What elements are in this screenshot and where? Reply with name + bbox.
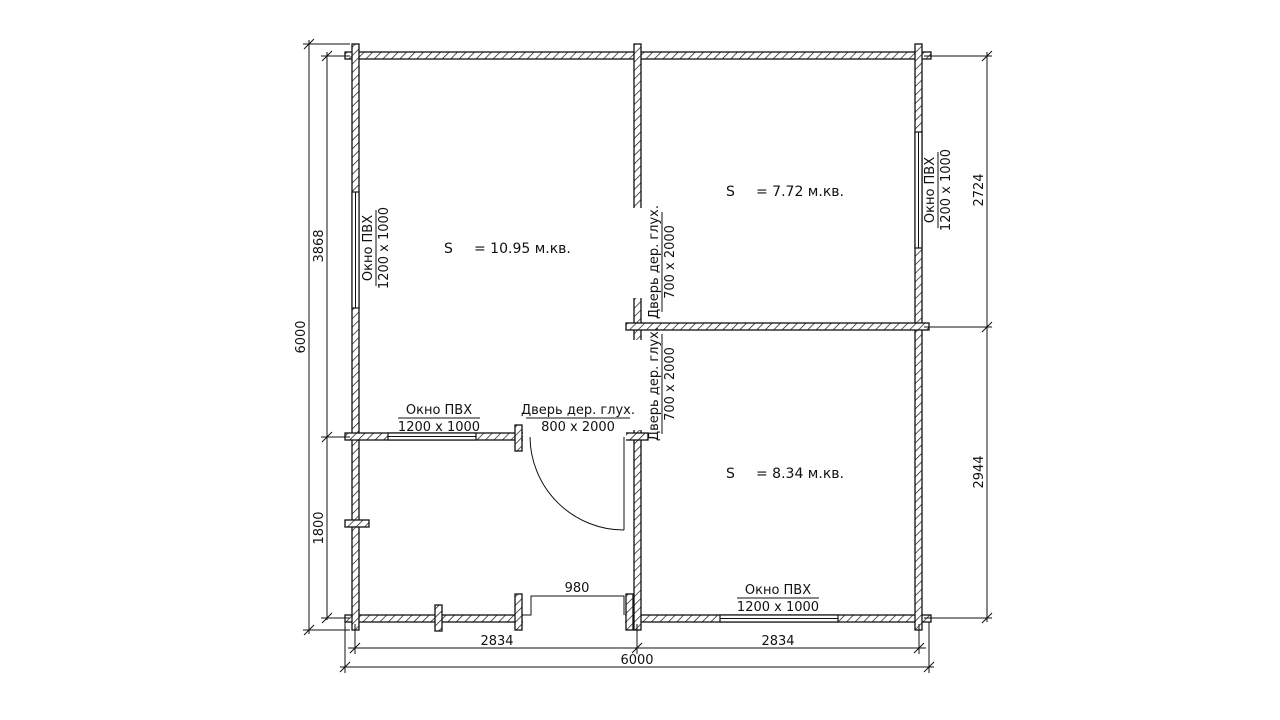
opening-size: 1200 х 1000 xyxy=(377,207,392,289)
door-hall-gap xyxy=(523,430,626,443)
walls xyxy=(344,43,932,631)
opening-size: 700 х 2000 xyxy=(663,225,678,299)
label-door-hall: Дверь дер. глух. 800 х 2000 xyxy=(521,403,635,435)
dim-right-upper: 2724 xyxy=(972,173,987,206)
log-joint xyxy=(514,424,523,452)
entrance-gap xyxy=(523,612,625,625)
door-lower-gap xyxy=(631,340,644,430)
label-door-upper: Дверь дер. глух. 700 х 2000 xyxy=(647,205,678,319)
label-window-right: Окно ПВХ 1200 х 1000 xyxy=(923,149,954,231)
door-swing xyxy=(529,436,625,531)
openings xyxy=(351,131,923,625)
opening-name: Окно ПВХ xyxy=(745,583,811,598)
door-arc xyxy=(529,436,625,531)
opening-name: Окно ПВХ xyxy=(923,157,938,223)
opening-size: 700 х 2000 xyxy=(663,347,678,421)
room-area-value: = 7.72 м.кв. xyxy=(756,184,844,200)
opening-size: 800 х 2000 xyxy=(541,420,615,435)
room-upper-left: S = 10.95 м.кв. xyxy=(444,241,571,257)
dimension-labels: 2834 2834 6000 980 6000 3868 1800 2724 2… xyxy=(294,173,987,668)
label-window-bottom: Окно ПВХ 1200 х 1000 xyxy=(737,583,819,615)
dim-entrance: 980 xyxy=(565,581,590,596)
wall-middle-horizontal xyxy=(625,322,930,331)
room-lower-right: S = 8.34 м.кв. xyxy=(726,466,844,482)
log-joint xyxy=(344,519,370,528)
room-area-symbol: S xyxy=(726,466,735,482)
log-joint xyxy=(434,604,443,632)
room-upper-right: S = 7.72 м.кв. xyxy=(726,184,844,200)
room-area-value: = 8.34 м.кв. xyxy=(756,466,844,482)
log-joint xyxy=(514,593,523,631)
opening-name: Дверь дер. глух. xyxy=(647,205,662,319)
wall-center-vertical xyxy=(633,43,642,631)
opening-name: Окно ПВХ xyxy=(406,403,472,418)
opening-size: 1200 х 1000 xyxy=(398,420,480,435)
wall-left xyxy=(351,43,360,631)
label-door-lower: Дверь дер. глух. 700 х 2000 xyxy=(647,327,678,441)
log-joint xyxy=(625,593,634,631)
dim-right-lower: 2944 xyxy=(972,455,987,488)
door-upper-gap xyxy=(631,208,644,298)
room-area-symbol: S xyxy=(444,241,453,257)
opening-size: 1200 х 1000 xyxy=(939,149,954,231)
dim-total-width: 6000 xyxy=(620,653,653,668)
opening-name: Окно ПВХ xyxy=(361,215,376,281)
dim-bottom-left: 2834 xyxy=(480,634,513,649)
dim-left-lower: 1800 xyxy=(312,511,327,544)
label-window-left: Окно ПВХ 1200 х 1000 xyxy=(361,207,392,289)
opening-size: 1200 х 1000 xyxy=(737,600,819,615)
room-area-symbol: S xyxy=(726,184,735,200)
opening-name: Дверь дер. глух. xyxy=(647,327,662,441)
label-window-hall: Окно ПВХ 1200 х 1000 xyxy=(398,403,480,435)
dim-left-upper: 3868 xyxy=(312,229,327,262)
dimension-lines xyxy=(303,38,993,673)
dim-bottom-right: 2834 xyxy=(761,634,794,649)
log-joints xyxy=(344,424,634,632)
opening-name: Дверь дер. глух. xyxy=(521,403,635,418)
room-area-value: = 10.95 м.кв. xyxy=(474,241,571,257)
dim-total-height: 6000 xyxy=(294,320,309,353)
